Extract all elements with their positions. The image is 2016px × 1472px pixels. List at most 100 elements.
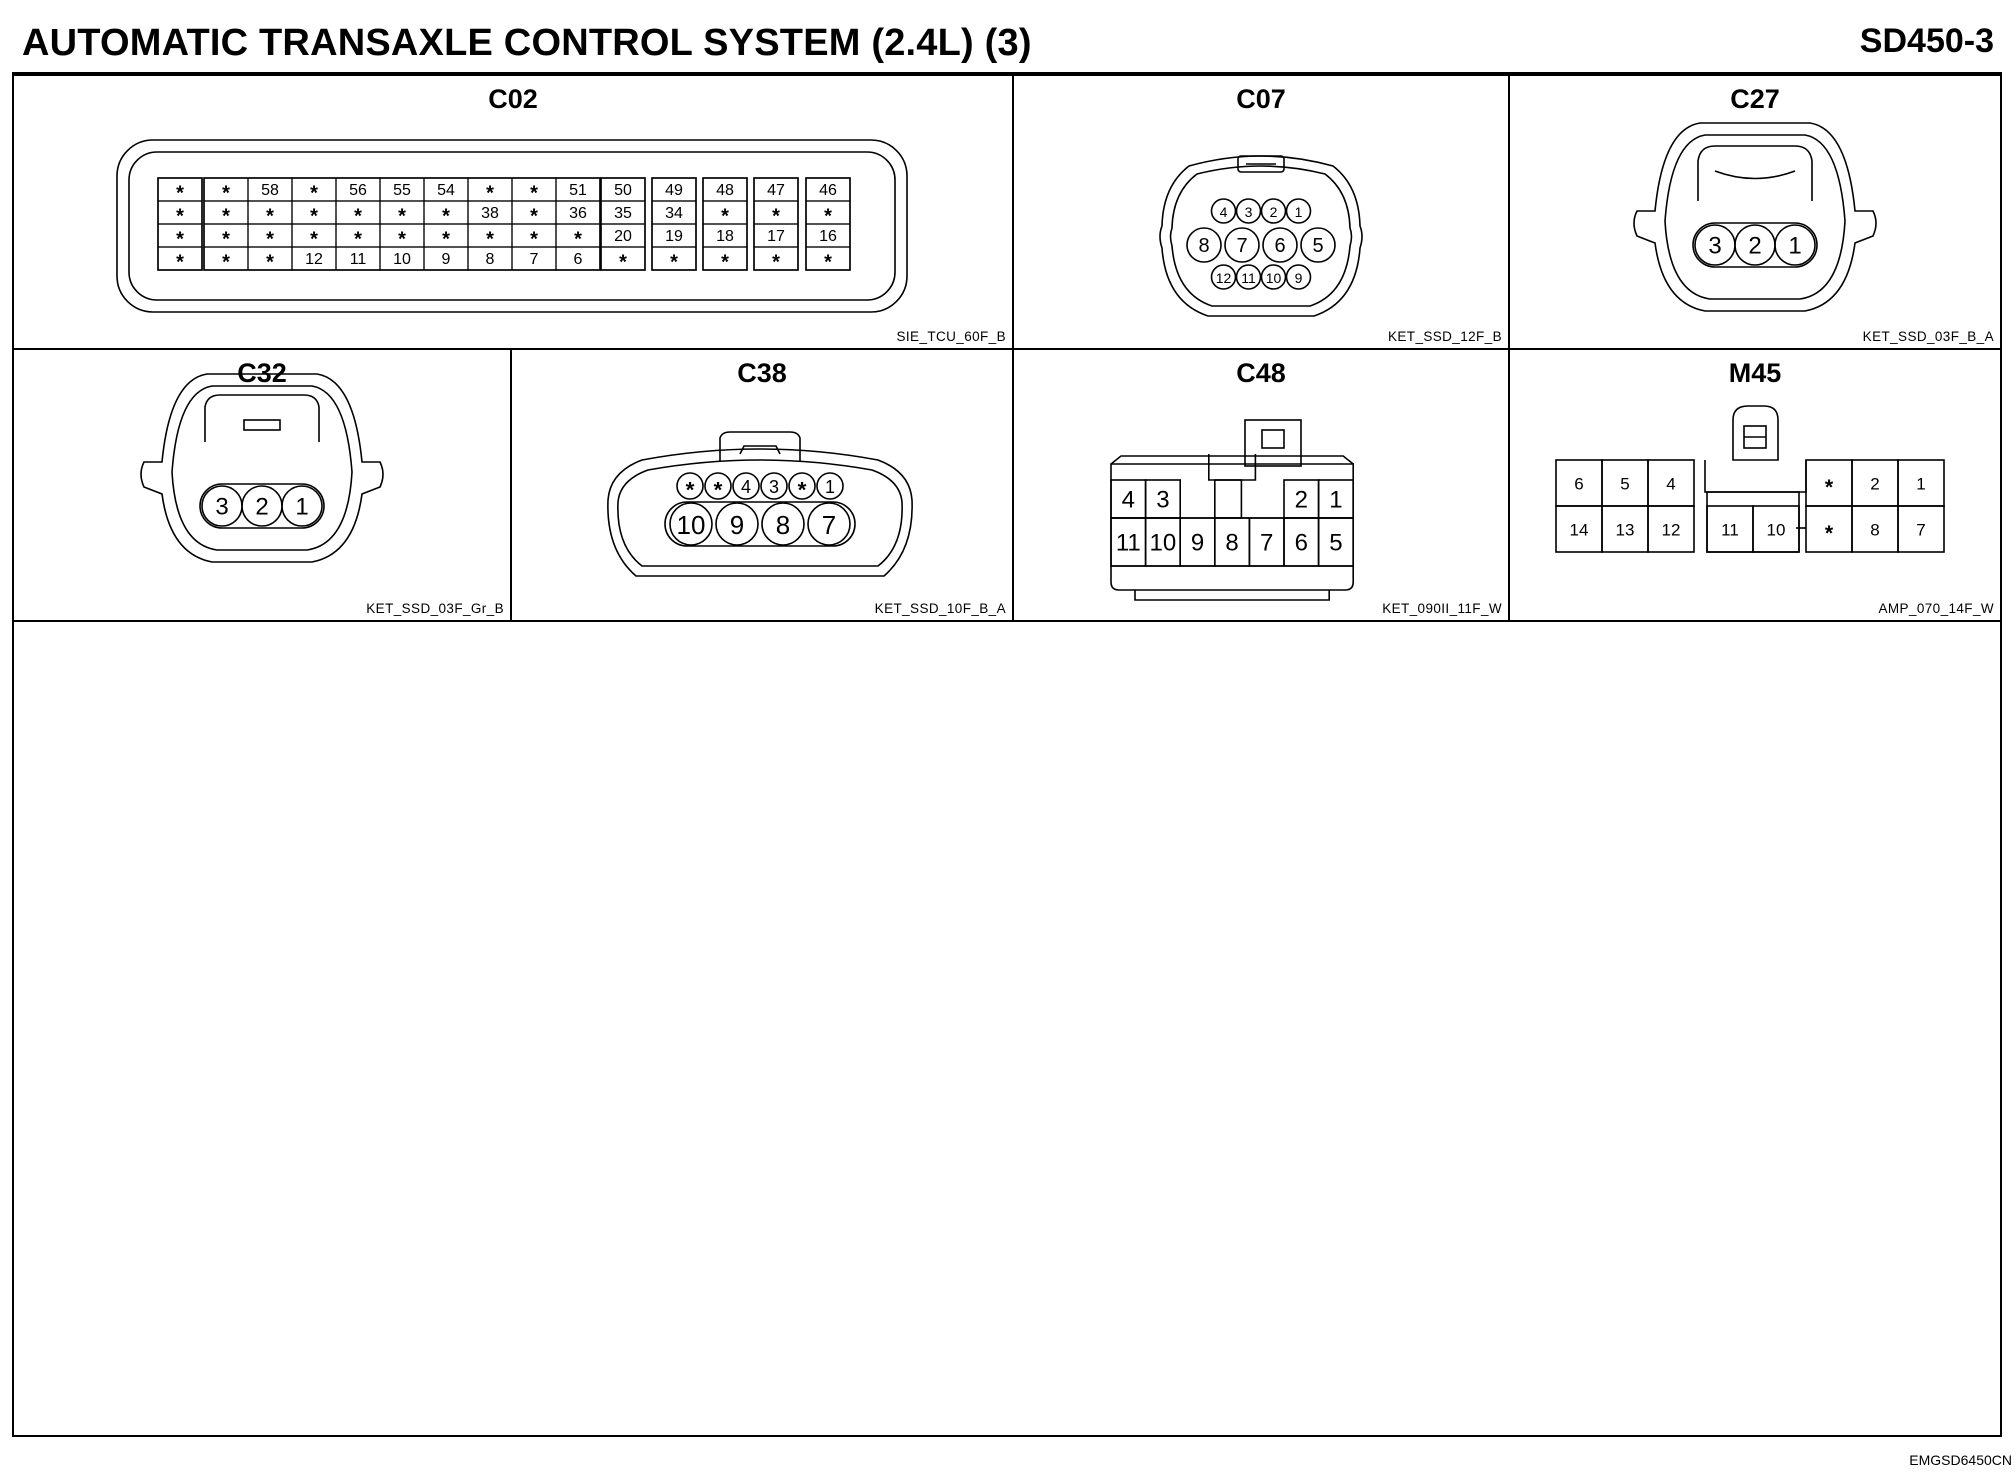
housing-outline <box>1704 460 1807 493</box>
key-slot <box>1208 454 1257 481</box>
pin-circle <box>1235 264 1262 290</box>
pin-cell <box>600 246 646 271</box>
pin-unused-label: * <box>574 228 582 250</box>
pin-unused-label: * <box>824 251 832 273</box>
pin-label: 2 <box>1870 475 1879 494</box>
pin-unused-label: * <box>530 182 538 204</box>
row-divider <box>14 348 2000 350</box>
pin-unused-label: * <box>222 182 230 204</box>
pin-unused-label: * <box>266 251 274 273</box>
pin-label: 56 <box>349 182 367 199</box>
pin-label: 7 <box>530 251 539 268</box>
pin-label: 10 <box>393 251 411 268</box>
connector-m45-code: AMP_070_14F_W <box>1878 601 1994 616</box>
pin-label: 55 <box>393 182 411 199</box>
pin-label: 8 <box>1225 530 1238 557</box>
pin-unused-label: * <box>222 251 230 273</box>
housing-outline <box>1110 463 1354 591</box>
pin-label: 34 <box>665 205 683 222</box>
connector-c07-name: C07 <box>1236 84 1286 114</box>
connector-c48-code: KET_090II_11F_W <box>1382 601 1502 616</box>
connector-c48-name: C48 <box>1236 358 1286 388</box>
pin-label: 20 <box>614 228 632 245</box>
pin-label: 3 <box>1708 233 1721 260</box>
latch <box>204 394 320 442</box>
pin-circle <box>676 472 704 500</box>
pin-cell <box>651 246 697 271</box>
pin-label: 14 <box>1570 521 1589 540</box>
pin-label: 1 <box>295 494 308 521</box>
pin-label: 2 <box>255 494 268 521</box>
pin-label: 10 <box>1767 521 1786 540</box>
pin-label: 18 <box>716 228 734 245</box>
connector-c32-code: KET_SSD_03F_Gr_B <box>366 601 504 616</box>
housing-outline <box>1633 122 1877 312</box>
pin-circle <box>715 502 759 546</box>
pin-label: 3 <box>1245 204 1253 220</box>
pin-label: 3 <box>215 494 228 521</box>
pin-label: 17 <box>767 228 785 245</box>
pin-label: 12 <box>305 251 323 268</box>
pin-circle <box>816 472 844 500</box>
latch <box>1244 419 1302 467</box>
pin-unused-label: * <box>721 205 729 227</box>
pin-unused-label: * <box>824 205 832 227</box>
latch-detail <box>1714 170 1796 180</box>
housing-inner <box>171 385 353 551</box>
pin-label: 6 <box>574 251 583 268</box>
pin-unused-label: * <box>772 251 780 273</box>
pin-label: 47 <box>767 182 785 199</box>
key-slot <box>1214 479 1243 519</box>
pin-unused-label: * <box>176 205 184 227</box>
pin-label: 9 <box>442 251 451 268</box>
pin-cell <box>1752 505 1800 553</box>
pin-circle <box>1224 227 1260 263</box>
figure-code: EMGSD6450CN <box>1909 1452 2012 1468</box>
pin-circle <box>760 472 788 500</box>
housing-inner <box>1664 134 1846 300</box>
housing-inner <box>617 459 903 567</box>
pin-label: 4 <box>1122 487 1135 514</box>
connector-m45-name: M45 <box>1728 358 1782 388</box>
pin-label: 49 <box>665 182 683 199</box>
pin-unused-label: * <box>310 182 318 204</box>
pin-unused-label: * <box>176 228 184 250</box>
pin-label: 46 <box>819 182 837 199</box>
pin-unused-label: * <box>398 205 406 227</box>
pin-label: 48 <box>716 182 734 199</box>
pin-label: 8 <box>1870 521 1879 540</box>
pin-unused-label: * <box>310 228 318 250</box>
pin-unused-label: * <box>1825 475 1834 499</box>
pin-label: 8 <box>1198 235 1209 257</box>
pin-label: 10 <box>1150 530 1177 557</box>
housing-outline <box>1159 155 1363 317</box>
pin-label: 4 <box>1220 204 1228 220</box>
pin-unused-label: * <box>530 228 538 250</box>
connector-c02-code: SIE_TCU_60F_B <box>896 329 1006 344</box>
pin-circle <box>1285 264 1312 290</box>
latch <box>719 431 801 462</box>
pin-label: 3 <box>769 477 779 497</box>
pin-label: 1 <box>1916 475 1925 494</box>
pin-unused-label: * <box>530 205 538 227</box>
pin-label: 6 <box>1295 530 1308 557</box>
pin-label: 2 <box>1295 487 1308 514</box>
pin-circle <box>1235 198 1262 224</box>
pin-label: 6 <box>1274 235 1285 257</box>
pin-label: 10 <box>1266 270 1282 286</box>
pin-label: 8 <box>486 251 495 268</box>
pin-label: 5 <box>1329 530 1342 557</box>
pin-unused-label: * <box>222 228 230 250</box>
pin-unused-label: * <box>619 251 627 273</box>
connector-c02-name: C02 <box>488 84 538 114</box>
pin-circle <box>1260 264 1287 290</box>
pin-label: 7 <box>1916 521 1925 540</box>
pin-circle <box>1262 227 1298 263</box>
pin-label: 8 <box>776 510 790 540</box>
